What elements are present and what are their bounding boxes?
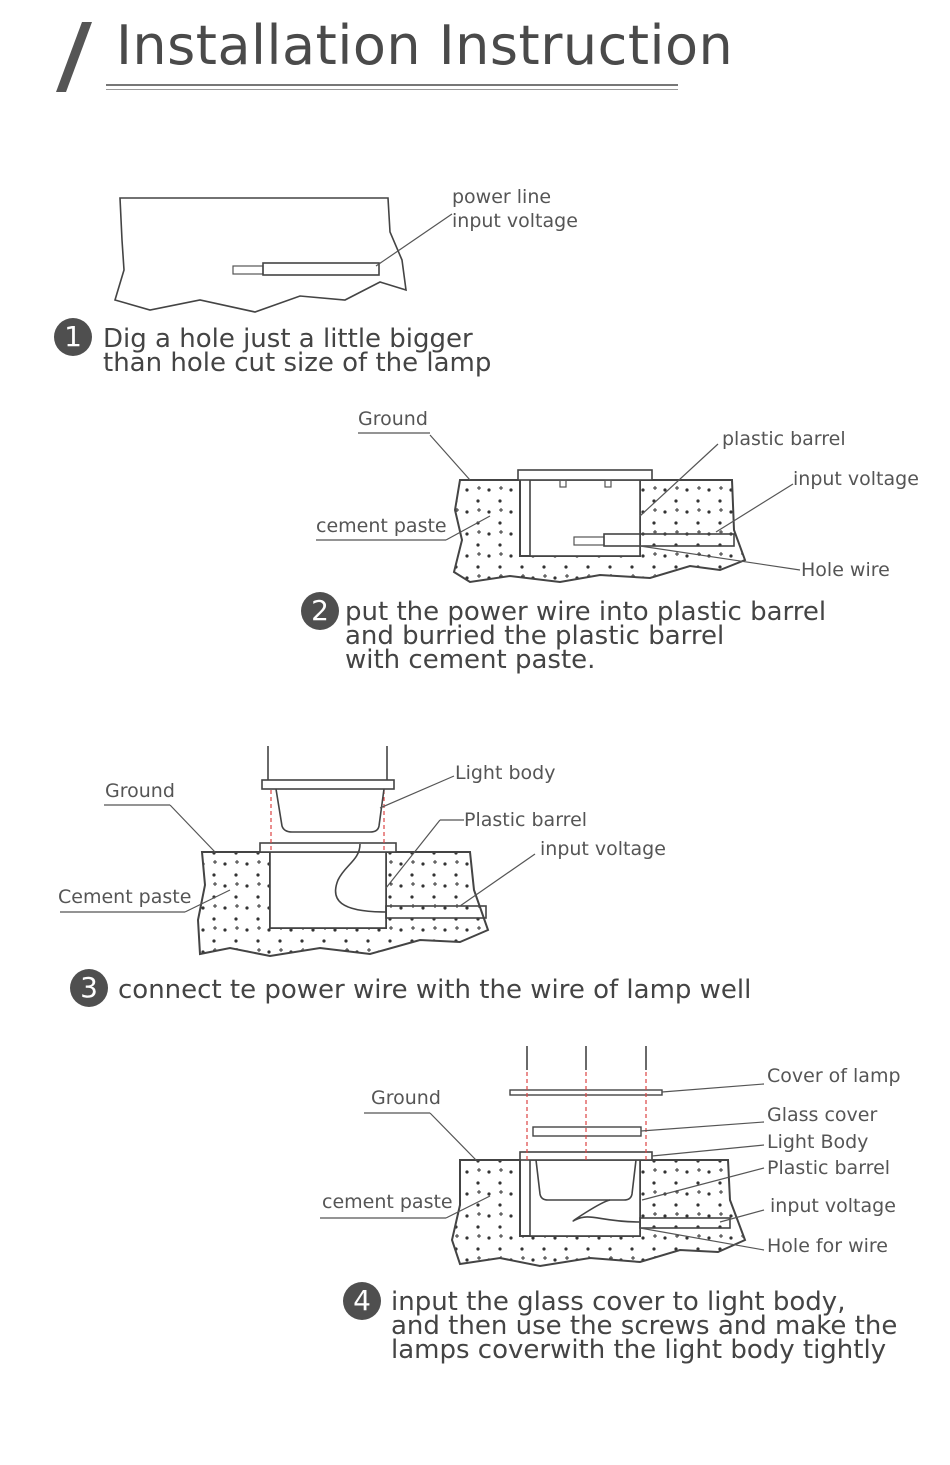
label-input-voltage: input voltage <box>770 1195 896 1217</box>
label-cement-paste: cement paste <box>316 515 447 537</box>
label-cement-paste: Cement paste <box>58 886 192 908</box>
page-title: Installation Instruction <box>116 14 734 77</box>
label-hole-for-wire: Hole for wire <box>767 1235 888 1257</box>
label-glass-cover: Glass cover <box>767 1104 878 1126</box>
step-2-text: put the power wire into plastic barrel a… <box>345 597 827 675</box>
step4-diagram <box>320 1046 765 1268</box>
step3-diagram <box>60 746 536 958</box>
label-plastic-barrel: Plastic barrel <box>464 809 588 831</box>
label-hole-wire: Hole wire <box>801 559 890 581</box>
step-3-text: connect te power wire with the wire of l… <box>118 975 752 1005</box>
step-number-2: 2 <box>301 592 339 630</box>
title-slash-icon <box>56 22 92 92</box>
step-number-4: 4 <box>343 1282 381 1320</box>
label-ground: Ground <box>371 1087 441 1109</box>
step2-diagram <box>316 432 801 584</box>
label-input-voltage: input voltage <box>452 210 578 232</box>
step-1-text: Dig a hole just a little bigger than hol… <box>103 324 492 378</box>
label-ground: Ground <box>105 780 175 802</box>
label-cover-of-lamp: Cover of lamp <box>767 1065 901 1087</box>
label-input-voltage: input voltage <box>793 468 919 490</box>
title-underline <box>106 84 678 86</box>
title-underline-2 <box>106 89 678 90</box>
label-light-body: Light body <box>455 762 556 784</box>
step-4-text: input the glass cover to light body, and… <box>391 1287 898 1365</box>
label-power-line: power line <box>452 186 552 208</box>
label-cement-paste: cement paste <box>322 1191 453 1213</box>
label-ground: Ground <box>358 408 428 430</box>
step1-diagram <box>114 197 453 313</box>
label-plastic-barrel: plastic barrel <box>722 428 846 450</box>
label-light-body: Light Body <box>767 1131 869 1153</box>
label-input-voltage: input voltage <box>540 838 666 860</box>
label-plastic-barrel: Plastic barrel <box>767 1157 891 1179</box>
step-number-1: 1 <box>54 318 92 356</box>
step-number-3: 3 <box>70 969 108 1007</box>
